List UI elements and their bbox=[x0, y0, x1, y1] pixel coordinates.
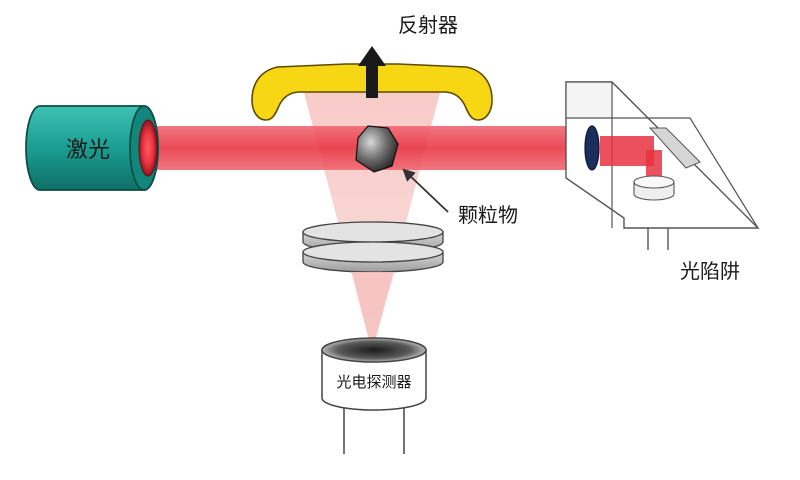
label-light-trap: 光陷阱 bbox=[680, 259, 740, 283]
scatter-cone-lower bbox=[352, 272, 394, 352]
label-particle: 颗粒物 bbox=[458, 203, 518, 227]
particle-pointer bbox=[402, 168, 449, 213]
label-laser: 激光 bbox=[66, 138, 110, 163]
light-trap bbox=[565, 81, 760, 250]
photodetector bbox=[321, 337, 427, 454]
label-photodetector: 光电探测器 bbox=[336, 373, 411, 391]
arrow-up-icon bbox=[358, 46, 386, 98]
laser-source bbox=[25, 105, 159, 191]
label-reflector: 反射器 bbox=[398, 13, 458, 37]
particle-icon bbox=[355, 125, 399, 173]
lens-stack bbox=[302, 221, 444, 273]
